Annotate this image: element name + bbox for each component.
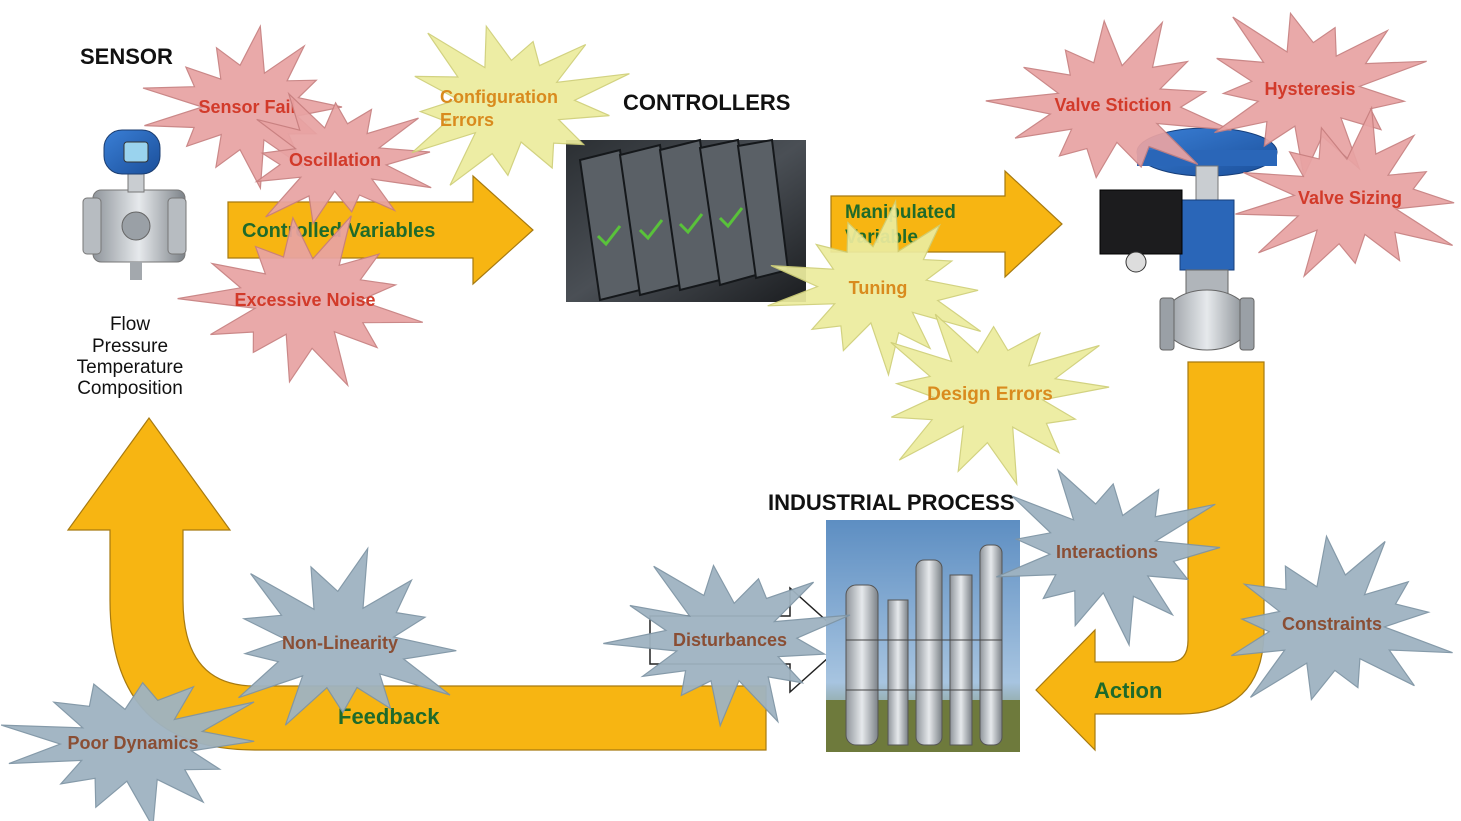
design-errors-burst xyxy=(890,313,1110,487)
config-burst xyxy=(411,24,630,186)
non-linearity-label: Non-Linearity xyxy=(282,633,398,653)
control-valve-photo xyxy=(1099,127,1278,351)
oscillation-burst xyxy=(254,91,432,226)
hysteresis-label: Hysteresis xyxy=(1264,79,1355,99)
flow-transmitter-photo xyxy=(82,129,187,280)
excessive-noise-label: Excessive Noise xyxy=(234,290,375,310)
action-label: Action xyxy=(1094,678,1162,703)
constraints-label: Constraints xyxy=(1282,614,1382,634)
measurement-pressure: Pressure xyxy=(92,336,168,357)
measurement-composition: Composition xyxy=(77,378,183,399)
excessive-noise-burst xyxy=(177,215,423,388)
industrial-process-title: INDUSTRIAL PROCESS xyxy=(768,490,1015,515)
valve-sizing-label: Valve Sizing xyxy=(1298,188,1402,208)
manipulated-label: Manipulated xyxy=(845,202,956,223)
disturbances-label: Disturbances xyxy=(673,630,787,650)
config-label: Configuration xyxy=(440,87,558,107)
controllers-title: CONTROLLERS xyxy=(623,90,790,115)
tuning-burst xyxy=(767,198,982,377)
disturbances-burst xyxy=(603,563,851,728)
tuning-label: Tuning xyxy=(849,278,908,298)
distillation-column-photo xyxy=(826,520,1020,752)
measurement-flow: Flow xyxy=(110,314,150,335)
design-errors-label: Design Errors xyxy=(927,384,1053,405)
interactions-burst xyxy=(996,468,1221,648)
valve-stiction-burst xyxy=(985,19,1232,179)
poor-dynamics-burst xyxy=(0,681,255,821)
sensor-title: SENSOR xyxy=(80,44,173,69)
poor-dynamics-label: Poor Dynamics xyxy=(67,733,198,753)
interactions-label: Interactions xyxy=(1056,542,1158,562)
sensor-fail-label: Sensor Fail xyxy=(198,97,295,117)
valve-sizing-burst xyxy=(1235,105,1455,278)
measurement-temperature: Temperature xyxy=(77,357,184,378)
valve-stiction-label: Valve Stiction xyxy=(1054,95,1171,115)
non-linearity-burst xyxy=(238,546,457,726)
action-arrow xyxy=(1035,361,1265,752)
config-label: Errors xyxy=(440,110,494,130)
controller-rack-photo xyxy=(566,138,806,302)
constraints-burst xyxy=(1230,534,1453,701)
oscillation-label: Oscillation xyxy=(289,150,381,170)
